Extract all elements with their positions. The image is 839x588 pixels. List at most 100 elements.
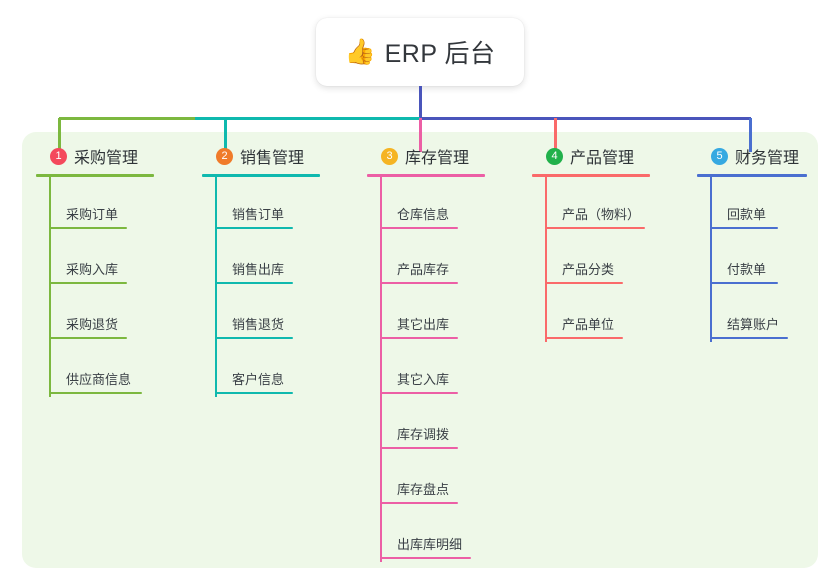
column-stem-4 <box>545 177 547 342</box>
leaf-item[interactable]: 采购入库 <box>36 232 186 287</box>
column-header-4[interactable]: 4 产品管理 <box>532 143 682 169</box>
leaf-item[interactable]: 回款单 <box>697 177 837 232</box>
column-stem-1 <box>49 177 51 397</box>
leaf-item-rule <box>215 282 293 284</box>
leaf-item-label: 结算账户 <box>727 317 780 332</box>
leaf-item[interactable]: 销售退货 <box>202 287 352 342</box>
leaf-item[interactable]: 客户信息 <box>202 342 352 397</box>
column-title-4: 产品管理 <box>570 150 635 167</box>
leaf-item-label: 采购入库 <box>66 262 119 277</box>
column-title-1: 采购管理 <box>74 150 139 167</box>
leaf-item-label: 产品单位 <box>562 317 615 332</box>
column-stem-5 <box>710 177 712 342</box>
column-4: 4 产品管理产品（物料） 产品分类产品单位 <box>532 143 682 342</box>
leaf-item-rule <box>215 337 293 339</box>
leaf-item-label: 出库库明细 <box>397 537 463 552</box>
column-items-4: 产品（物料） 产品分类产品单位 <box>532 177 682 342</box>
column-1: 1 采购管理采购订单采购入库采购退货供应商信息 <box>36 143 186 397</box>
leaf-item-label: 销售退货 <box>232 317 285 332</box>
leaf-item-rule <box>710 337 788 339</box>
leaf-item[interactable]: 出库库明细 <box>367 507 517 562</box>
leaf-item-label: 库存盘点 <box>397 482 450 497</box>
leaf-item-rule <box>380 337 458 339</box>
leaf-item[interactable]: 产品（物料） <box>532 177 682 232</box>
column-rule-5 <box>697 174 807 177</box>
leaf-item-label: 回款单 <box>727 207 767 222</box>
column-rule-2 <box>202 174 320 177</box>
leaf-item-label: 客户信息 <box>232 372 285 387</box>
leaf-item-rule <box>215 227 293 229</box>
leaf-item[interactable]: 库存调拨 <box>367 397 517 452</box>
column-rule-1 <box>36 174 154 177</box>
leaf-item[interactable]: 产品库存 <box>367 232 517 287</box>
column-stem-3 <box>380 177 382 562</box>
leaf-item[interactable]: 产品分类 <box>532 232 682 287</box>
leaf-item-rule <box>380 282 458 284</box>
leaf-item-rule <box>380 557 471 559</box>
leaf-item-label: 付款单 <box>727 262 767 277</box>
column-2: 2 销售管理销售订单销售出库销售退货客户信息 <box>202 143 352 397</box>
thumbs-up-icon: 👍 <box>344 37 376 66</box>
column-items-5: 回款单付款单结算账户 <box>697 177 837 342</box>
column-header-3[interactable]: 3 库存管理 <box>367 143 517 169</box>
leaf-item-label: 销售订单 <box>232 207 285 222</box>
leaf-item-label: 供应商信息 <box>66 372 132 387</box>
leaf-item-rule <box>380 392 458 394</box>
leaf-item[interactable]: 产品单位 <box>532 287 682 342</box>
leaf-item-rule <box>49 282 127 284</box>
leaf-item[interactable]: 供应商信息 <box>36 342 186 397</box>
leaf-item-rule <box>215 392 293 394</box>
column-items-2: 销售订单销售出库销售退货客户信息 <box>202 177 352 397</box>
leaf-item-rule <box>380 227 458 229</box>
leaf-item-label: 产品库存 <box>397 262 450 277</box>
leaf-item-label: 产品（物料） <box>562 207 641 222</box>
column-title-3: 库存管理 <box>405 150 470 167</box>
column-badge-1: 1 <box>50 147 67 165</box>
leaf-item[interactable]: 其它入库 <box>367 342 517 397</box>
column-rule-3 <box>367 174 485 177</box>
leaf-item[interactable]: 采购退货 <box>36 287 186 342</box>
column-rule-4 <box>532 174 650 177</box>
column-badge-2: 2 <box>216 147 233 165</box>
leaf-item[interactable]: 销售订单 <box>202 177 352 232</box>
leaf-item-rule <box>710 227 778 229</box>
leaf-item-rule <box>545 282 623 284</box>
column-badge-5: 5 <box>711 147 728 165</box>
leaf-item-label: 采购订单 <box>66 207 119 222</box>
column-items-3: 仓库信息产品库存其它出库其它入库库存调拨库存盘点出库库明细 <box>367 177 517 562</box>
leaf-item[interactable]: 仓库信息 <box>367 177 517 232</box>
leaf-item-label: 其它入库 <box>397 372 450 387</box>
leaf-item-rule <box>545 337 623 339</box>
leaf-item-label: 采购退货 <box>66 317 119 332</box>
leaf-item[interactable]: 销售出库 <box>202 232 352 287</box>
column-items-1: 采购订单采购入库采购退货供应商信息 <box>36 177 186 397</box>
leaf-item-rule <box>380 502 458 504</box>
leaf-item-label: 销售出库 <box>232 262 285 277</box>
leaf-item-label: 仓库信息 <box>397 207 450 222</box>
root-node-erp-backend[interactable]: 👍 ERP 后台 <box>316 18 524 86</box>
leaf-item[interactable]: 库存盘点 <box>367 452 517 507</box>
column-title-2: 销售管理 <box>240 150 305 167</box>
root-node-title: ERP 后台 <box>384 40 496 68</box>
leaf-item-rule <box>380 447 458 449</box>
leaf-item[interactable]: 结算账户 <box>697 287 837 342</box>
leaf-item-rule <box>49 337 127 339</box>
leaf-item[interactable]: 其它出库 <box>367 287 517 342</box>
leaf-item[interactable]: 付款单 <box>697 232 837 287</box>
column-header-2[interactable]: 2 销售管理 <box>202 143 352 169</box>
leaf-item-rule <box>545 227 645 229</box>
leaf-item-rule <box>49 227 127 229</box>
leaf-item-rule <box>49 392 142 394</box>
leaf-item-label: 产品分类 <box>562 262 615 277</box>
column-stem-2 <box>215 177 217 397</box>
column-header-1[interactable]: 1 采购管理 <box>36 143 186 169</box>
leaf-item-label: 其它出库 <box>397 317 450 332</box>
column-badge-3: 3 <box>381 147 398 165</box>
leaf-item[interactable]: 采购订单 <box>36 177 186 232</box>
column-3: 3 库存管理仓库信息产品库存其它出库其它入库库存调拨库存盘点出库库明细 <box>367 143 517 562</box>
column-badge-4: 4 <box>546 147 563 165</box>
leaf-item-rule <box>710 282 778 284</box>
